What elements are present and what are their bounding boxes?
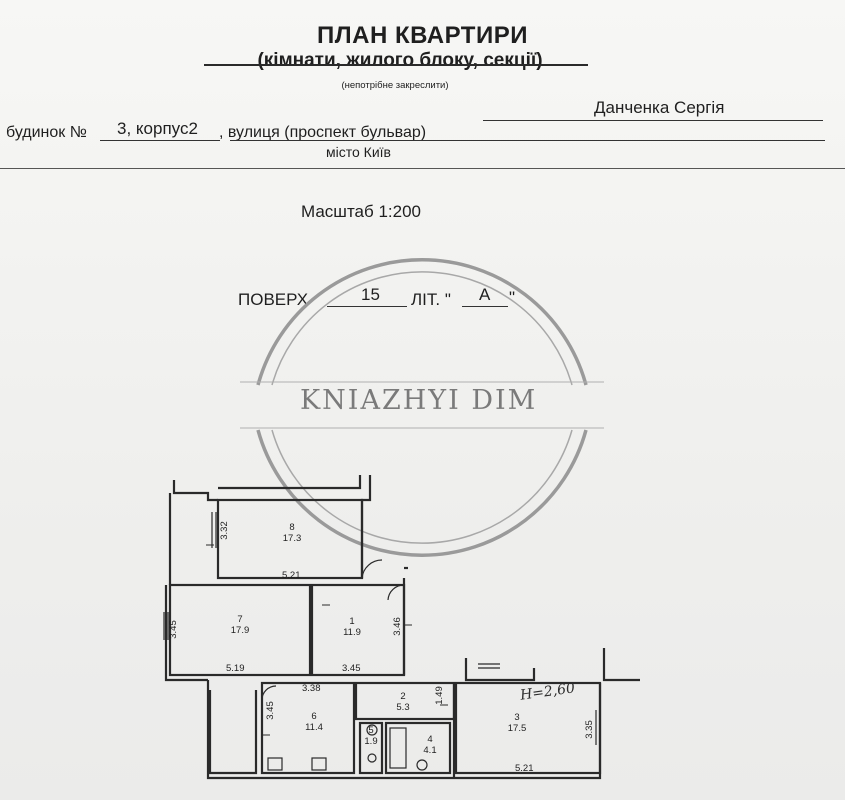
building-label: будинок № <box>6 124 87 141</box>
dim-room8-height: 3.32 <box>218 521 230 540</box>
dim-room2-height: 1.49 <box>433 686 445 705</box>
lit-close: " <box>509 288 516 307</box>
room-number: 2 <box>400 691 406 702</box>
room-area: 1.9 <box>364 736 378 747</box>
subtitle-strikethrough <box>204 64 588 66</box>
room-5-label: 5 1.9 <box>360 725 382 747</box>
floor-value: 15 <box>361 285 380 304</box>
room-area: 17.3 <box>282 533 302 544</box>
document-title: ПЛАН КВАРТИРИ <box>317 22 528 49</box>
lit-underline <box>462 306 508 307</box>
scale-label: Масштаб 1:200 <box>301 202 421 221</box>
room-area: 11.4 <box>305 722 323 733</box>
room-2-label: 2 5.3 <box>391 691 415 713</box>
dim-room3-width: 5.21 <box>515 763 534 774</box>
building-underline <box>100 140 220 141</box>
room-number: 1 <box>349 616 355 627</box>
room-area: 11.9 <box>343 627 361 638</box>
street-value: Данченка Сергія <box>594 98 725 117</box>
dim-room3-height: 3.35 <box>583 720 595 739</box>
dim-room8-width: 5.21 <box>282 570 301 581</box>
header-separator <box>0 168 845 169</box>
room-number: 6 <box>311 711 317 722</box>
street-label: , вулиця (проспект бульвар) <box>219 124 427 141</box>
city-name: місто Київ <box>326 144 391 160</box>
room-8-label: 8 17.3 <box>280 522 304 544</box>
dim-room6-height: 3.45 <box>264 701 276 720</box>
room-area: 4.1 <box>423 745 437 756</box>
watermark-text: KNIAZHYI DIM <box>300 385 538 416</box>
room-area: 17.9 <box>230 625 250 636</box>
lit-label: ЛІТ. " <box>411 290 451 309</box>
dim-room1-height: 3.46 <box>391 617 403 636</box>
room-number: 7 <box>237 614 243 625</box>
room-number: 8 <box>289 522 295 533</box>
dim-room6-width: 3.38 <box>302 683 321 694</box>
strike-note: (непотрібне закреслити) <box>341 80 449 91</box>
floor-underline <box>327 306 407 307</box>
room-7-label: 7 17.9 <box>228 614 252 636</box>
room-number: 4 <box>427 734 433 745</box>
dim-room1-width: 3.45 <box>342 663 361 674</box>
room-number: 3 <box>514 712 520 723</box>
street-underline <box>483 120 823 121</box>
room-6-label: 6 11.4 <box>302 711 326 733</box>
room-1-label: 1 11.9 <box>340 616 364 638</box>
room-area: 5.3 <box>396 702 410 713</box>
floor-label: ПОВЕРХ <box>238 290 309 309</box>
lit-value: А <box>479 285 491 304</box>
room-area: 17.5 <box>507 723 527 734</box>
room-number: 5 <box>368 725 374 736</box>
room-3-label: 3 17.5 <box>505 712 529 734</box>
building-value: 3, корпус2 <box>117 119 198 138</box>
city-underline <box>230 140 825 141</box>
dim-room7-width: 5.19 <box>226 663 245 674</box>
room-4-label: 4 4.1 <box>418 734 442 756</box>
dim-room7-height: 3.45 <box>167 620 179 639</box>
